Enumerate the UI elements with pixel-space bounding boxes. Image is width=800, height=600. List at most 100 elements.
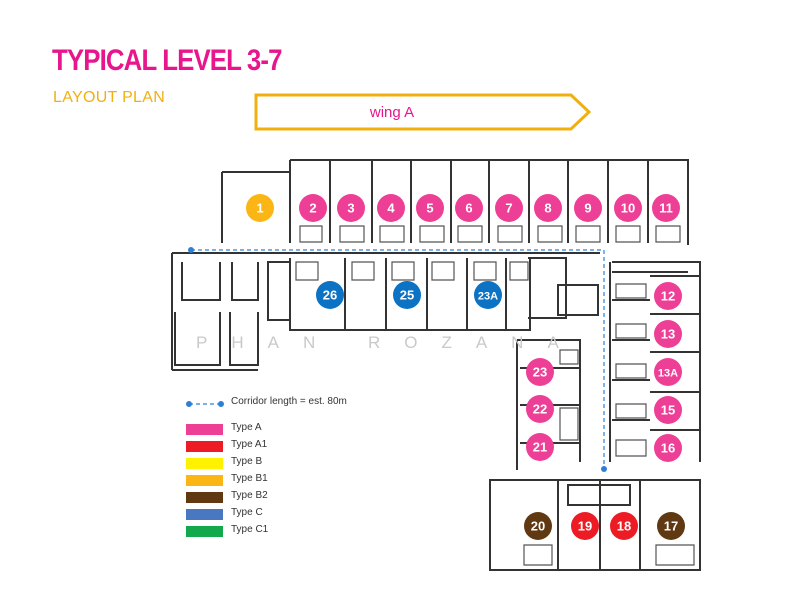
unit-circle	[524, 512, 552, 540]
unit-circle	[337, 194, 365, 222]
lower-bathrooms	[523, 349, 695, 566]
corridor-line	[191, 249, 605, 469]
unit-number: 13A	[658, 368, 678, 380]
unit-marker[interactable]: 22	[526, 395, 554, 423]
unit-number: 21	[533, 440, 547, 455]
unit-marker[interactable]: 25	[393, 281, 421, 309]
watermark: PHAN ROZANA	[196, 333, 583, 352]
unit-marker[interactable]: 19	[571, 512, 599, 540]
corridor-end-dot	[601, 466, 607, 472]
unit-number: 1	[256, 201, 263, 216]
unit-number: 25	[400, 288, 414, 303]
unit-number: 4	[387, 201, 395, 216]
unit-marker[interactable]: 3	[337, 194, 365, 222]
unit-marker[interactable]: 21	[526, 433, 554, 461]
middle-wing-partitions	[344, 258, 507, 330]
unit-marker[interactable]: 15	[654, 396, 682, 424]
unit-number: 23A	[478, 291, 498, 303]
floor-plan-walls	[171, 159, 701, 571]
unit-number: 20	[531, 519, 545, 534]
unit-number: 13	[661, 327, 675, 342]
unit-number: 26	[323, 288, 337, 303]
unit-circle	[474, 281, 502, 309]
unit-circle	[495, 194, 523, 222]
unit-number: 17	[664, 519, 678, 534]
unit-marker[interactable]: 18	[610, 512, 638, 540]
unit-circle	[316, 281, 344, 309]
unit-circle	[571, 512, 599, 540]
unit-circle	[654, 434, 682, 462]
unit-marker[interactable]: 6	[455, 194, 483, 222]
unit-marker[interactable]: 16	[654, 434, 682, 462]
bathroom-fixtures	[295, 225, 695, 566]
legend-swatch	[186, 441, 223, 452]
legend-item: Type A1	[186, 439, 406, 455]
middle-bathrooms	[295, 261, 529, 281]
right-wing-outline	[609, 261, 701, 462]
unit-number: 22	[533, 402, 547, 417]
unit-circle	[654, 282, 682, 310]
unit-marker[interactable]: 13	[654, 320, 682, 348]
right-wing-partitions	[612, 275, 700, 431]
legend-item: Type C	[186, 507, 406, 523]
unit-circle	[610, 512, 638, 540]
unit-number: 9	[584, 201, 591, 216]
unit-marker[interactable]: 7	[495, 194, 523, 222]
unit-marker[interactable]: 26	[316, 281, 344, 309]
unit-marker[interactable]: 20	[524, 512, 552, 540]
unit-circle	[377, 194, 405, 222]
unit-marker[interactable]: 23	[526, 358, 554, 386]
top-wing-partitions	[329, 160, 649, 243]
unit-number: 8	[544, 201, 551, 216]
unit-marker[interactable]: 2	[299, 194, 327, 222]
unit-number: 5	[426, 201, 433, 216]
unit-marker[interactable]: 1	[246, 194, 274, 222]
unit-marker[interactable]: 13A	[654, 358, 682, 386]
unit-marker[interactable]: 8	[534, 194, 562, 222]
unit-number: 2	[309, 201, 316, 216]
middle-wing-outline	[171, 252, 600, 371]
unit-circle	[614, 194, 642, 222]
unit-number: 3	[347, 201, 354, 216]
legend-swatch	[186, 424, 223, 435]
unit-circle	[299, 194, 327, 222]
page-title: TYPICAL LEVEL 3-7	[52, 44, 282, 77]
legend-item: Type B1	[186, 473, 406, 489]
wing-label: wing A	[369, 104, 414, 121]
bottom-block-outline	[489, 479, 701, 571]
unit-number: 19	[578, 519, 592, 534]
unit-circle	[526, 358, 554, 386]
legend-swatch	[186, 492, 223, 503]
unit-marker[interactable]: 11	[652, 194, 680, 222]
legend-item: Type B2	[186, 490, 406, 506]
legend-label: Type B2	[231, 490, 268, 501]
unit-marker[interactable]: 17	[657, 512, 685, 540]
unit-number: 16	[661, 441, 675, 456]
unit-number: 11	[659, 201, 673, 216]
top-wing-outline	[221, 159, 689, 245]
legend-item: Type A	[186, 422, 406, 438]
legend-label: Type B	[231, 456, 263, 467]
legend-label: Type B1	[231, 473, 268, 484]
unit-marker[interactable]: 4	[377, 194, 405, 222]
unit-number: 18	[617, 519, 631, 534]
unit-circle	[652, 194, 680, 222]
legend-item: Type B	[186, 456, 406, 472]
unit-circle	[534, 194, 562, 222]
unit-marker[interactable]: 23A	[474, 281, 502, 309]
unit-marker[interactable]: 10	[614, 194, 642, 222]
unit-circle	[393, 281, 421, 309]
unit-number: 15	[661, 403, 675, 418]
unit-circle	[657, 512, 685, 540]
unit-marker[interactable]: 12	[654, 282, 682, 310]
wing-arrow-shape	[254, 93, 592, 131]
unit-marker[interactable]: 9	[574, 194, 602, 222]
legend-swatch	[186, 475, 223, 486]
unit-marker[interactable]: 5	[416, 194, 444, 222]
legend-item: Type C1	[186, 524, 406, 540]
unit-circle	[654, 358, 682, 386]
unit-circle	[654, 320, 682, 348]
unit-circle	[526, 433, 554, 461]
